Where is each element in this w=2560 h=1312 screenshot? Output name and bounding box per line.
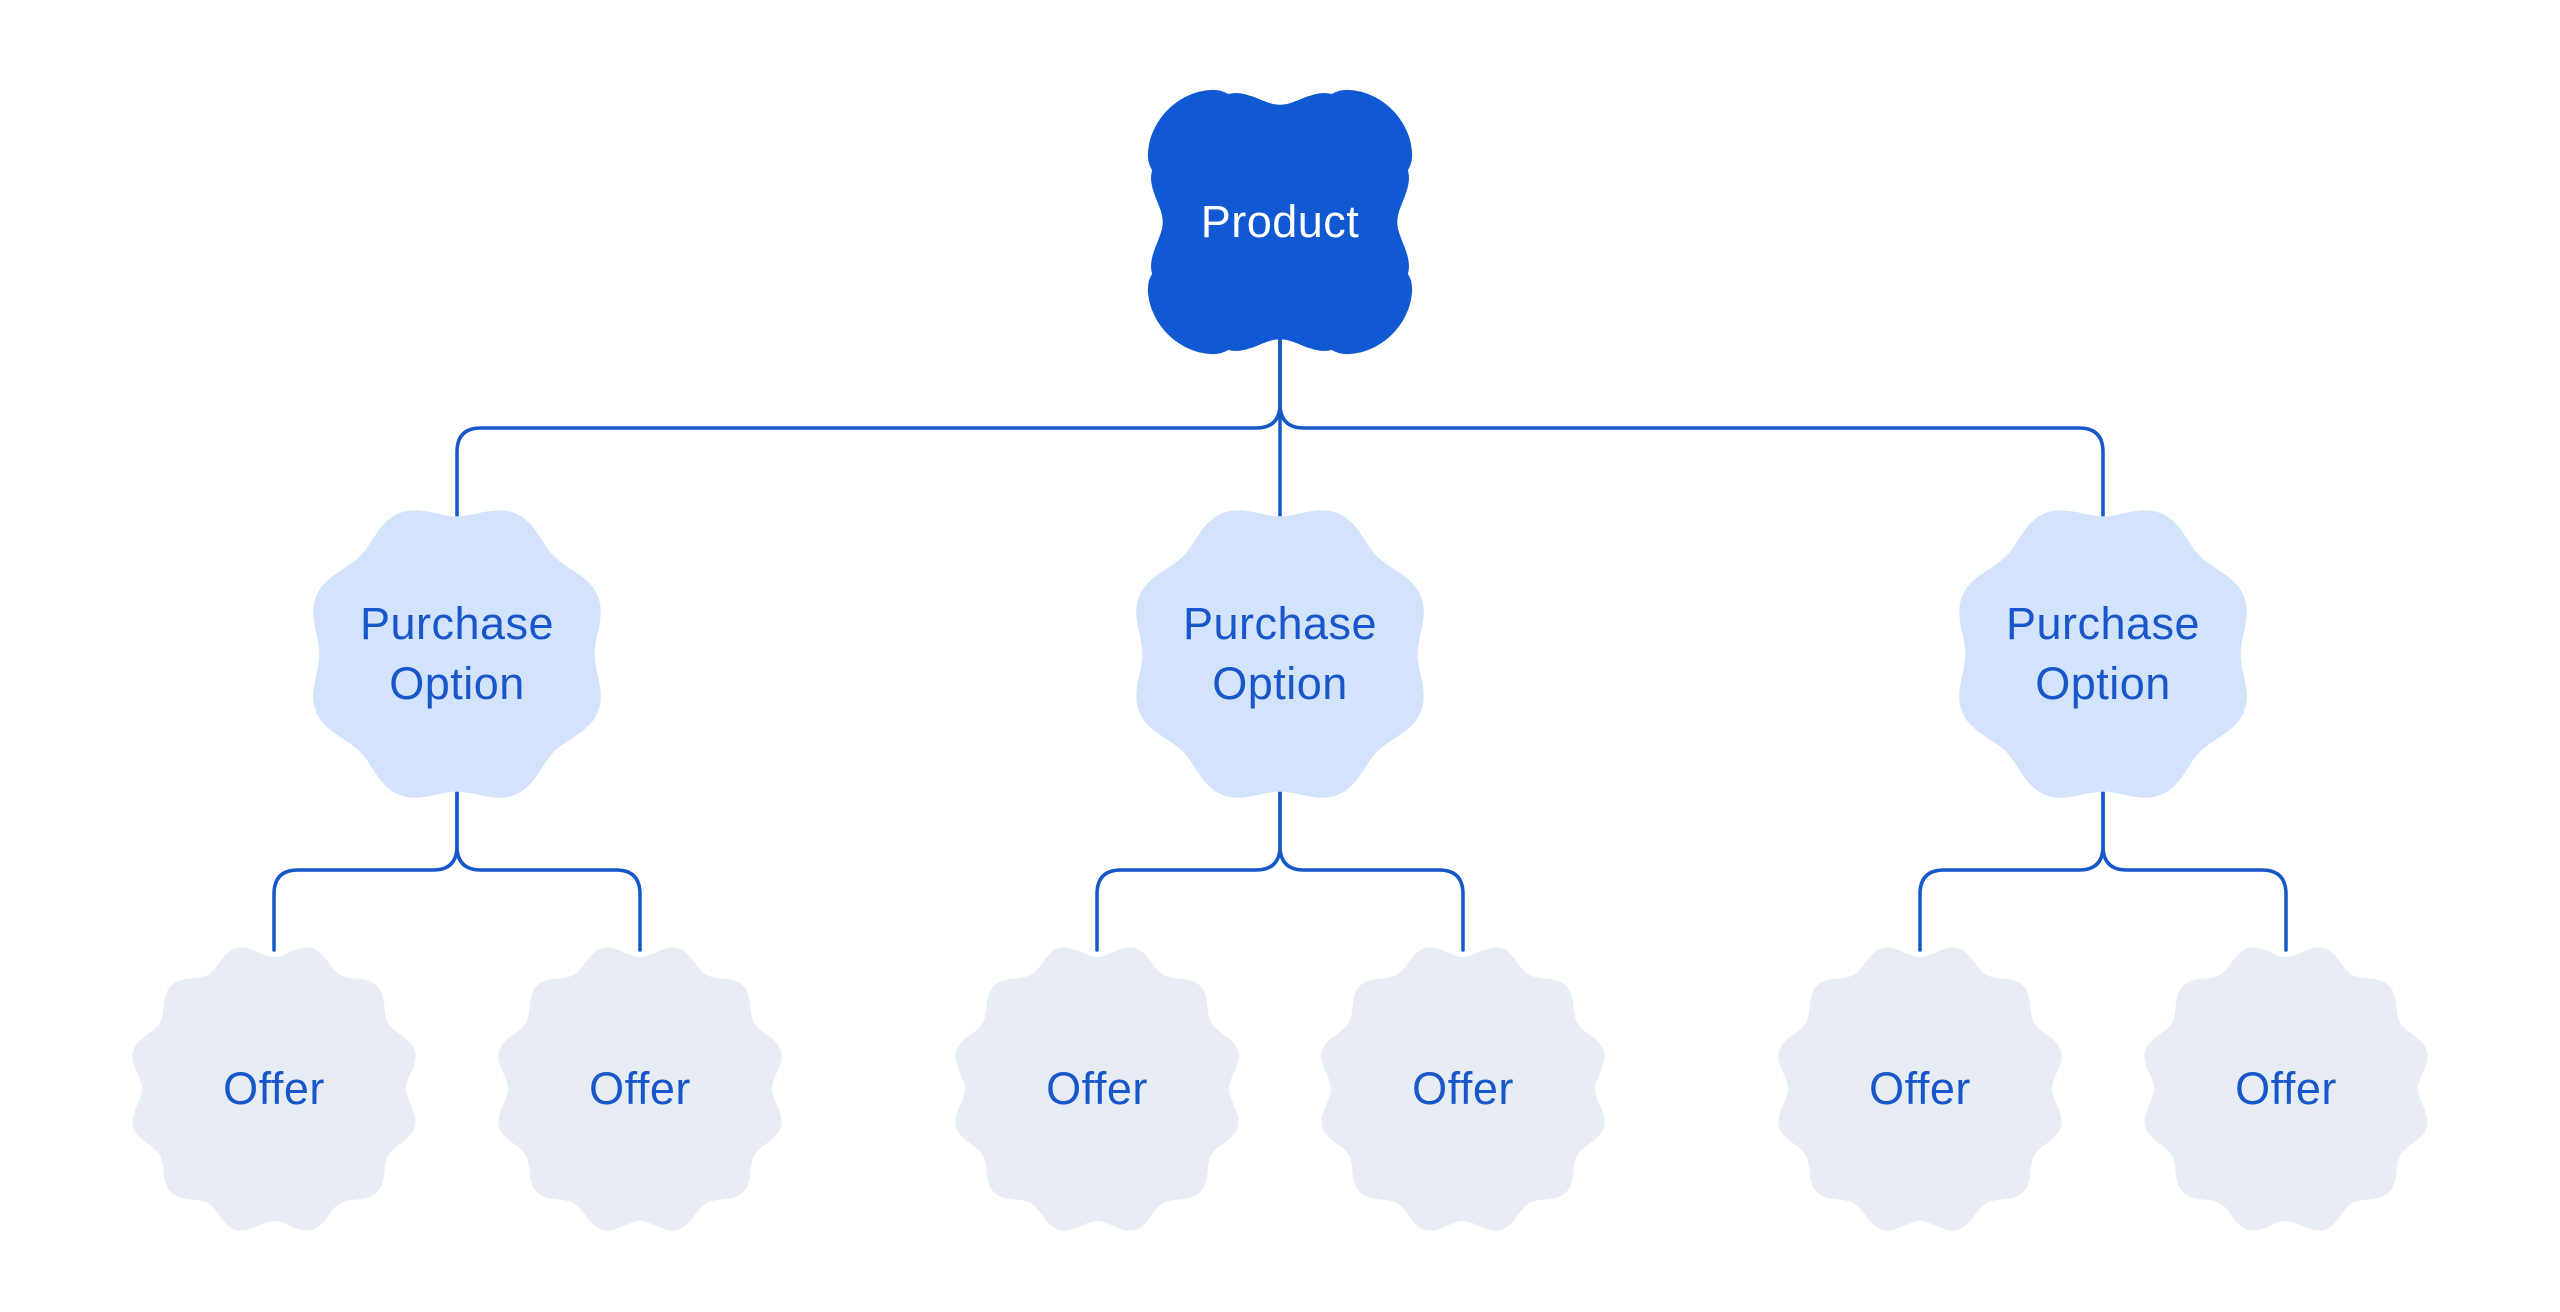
product-blob-shape bbox=[1147, 89, 1413, 355]
purchase-option-node-2: Purchase Option bbox=[1120, 494, 1440, 814]
offer-blob-shape bbox=[498, 947, 782, 1231]
offer-label: Offer bbox=[1869, 1063, 1971, 1114]
purchase-option-node-1: Purchase Option bbox=[297, 494, 617, 814]
offer-blob-shape bbox=[132, 947, 416, 1231]
purchase-option-label: Purchase Option bbox=[2005, 598, 2201, 709]
offer-node-4: Offer bbox=[1313, 939, 1613, 1239]
product-node: Product bbox=[1120, 62, 1440, 382]
purchase-option-label: Purchase Option bbox=[359, 598, 555, 709]
offer-node-2: Offer bbox=[490, 939, 790, 1239]
offer-label: Offer bbox=[223, 1063, 325, 1114]
offer-node-1: Offer bbox=[124, 939, 424, 1239]
purchase-option-blob-shape bbox=[1959, 510, 2247, 798]
purchase-option-blob-shape bbox=[313, 510, 601, 798]
offer-node-3: Offer bbox=[947, 939, 1247, 1239]
offer-node-5: Offer bbox=[1770, 939, 2070, 1239]
offer-blob-shape bbox=[1321, 947, 1605, 1231]
offer-blob-shape bbox=[955, 947, 1239, 1231]
offer-label: Offer bbox=[589, 1063, 691, 1114]
offer-node-6: Offer bbox=[2136, 939, 2436, 1239]
offer-label: Offer bbox=[1412, 1063, 1514, 1114]
offer-label: Offer bbox=[2235, 1063, 2337, 1114]
offer-blob-shape bbox=[1778, 947, 2062, 1231]
offer-label: Offer bbox=[1046, 1063, 1148, 1114]
product-label: Product bbox=[1200, 196, 1360, 247]
purchase-option-label: Purchase Option bbox=[1182, 598, 1378, 709]
purchase-option-node-3: Purchase Option bbox=[1943, 494, 2263, 814]
purchase-option-blob-shape bbox=[1136, 510, 1424, 798]
offer-blob-shape bbox=[2144, 947, 2428, 1231]
